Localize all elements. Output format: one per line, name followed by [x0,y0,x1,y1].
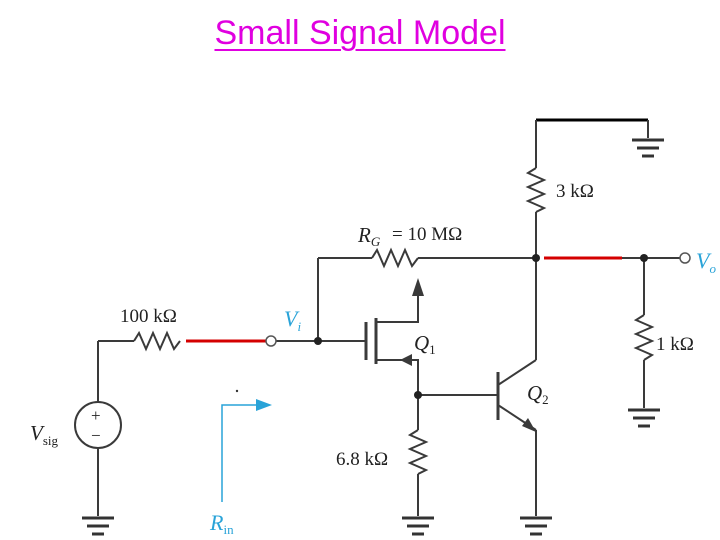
label-vi: Vi [284,306,301,334]
ground-vsig [82,516,114,536]
label-rin: Rin [209,510,234,537]
q1-source [376,359,419,395]
rin-arrow-line [221,404,262,502]
label-1k: 1 kΩ [656,334,694,355]
page-title-text: Small Signal Model [214,14,506,52]
ground-load [628,408,660,428]
q1-source-arrow [400,354,412,366]
label-rg: = 10 MΩ [392,224,462,245]
page-title: Small Signal Model [0,14,720,53]
rin-arrow-head [256,399,272,411]
label-q2: Q2 [527,381,549,407]
label-vsig: Vsig [30,421,58,448]
resistor-1k [633,314,655,361]
label-rg-symbol: RG [357,223,381,249]
resistor-6k8 [407,429,429,475]
label-100k: 100 kΩ [120,306,177,327]
node-gate [314,337,322,345]
q2-collector [497,359,537,386]
stray-dot [235,389,239,393]
wires [97,118,680,516]
label-vo: Vo [696,248,716,276]
rg-arrow [412,278,424,296]
vi-terminal [265,335,277,347]
ground-top [632,138,664,158]
node-source [414,391,422,399]
q2-emitter-arrow [522,418,536,432]
node-output [640,254,648,262]
vo-terminal [679,252,691,264]
vsig-source [74,401,122,449]
ground-emitter [520,516,552,536]
resistor-3k [525,167,547,213]
node-collector [532,254,540,262]
resistor-rg [371,247,419,269]
label-6k8: 6.8 kΩ [336,449,388,470]
label-minus: − [91,426,101,445]
label-3k: 3 kΩ [556,181,594,202]
label-q1: Q1 [414,331,436,357]
resistor-100k [133,330,181,352]
label-plus: + [91,406,101,425]
ground-source [402,516,434,536]
q1-drain [376,284,419,323]
